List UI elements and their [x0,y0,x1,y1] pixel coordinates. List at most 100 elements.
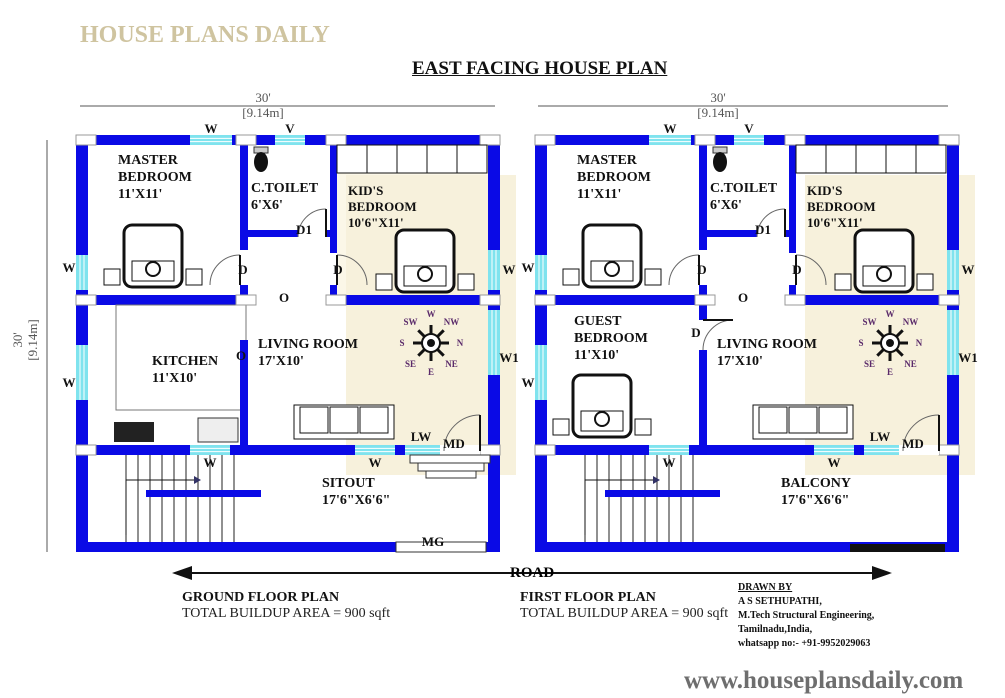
column [534,444,556,456]
column [235,294,257,306]
wardrobe-panel [366,144,398,174]
marker-w-left2: W [62,375,76,390]
wall [240,340,248,445]
sofa-cushion [818,406,848,434]
column [75,444,97,456]
bed-ornament [594,411,610,427]
wall [240,285,248,300]
credit-location: Tamilnadu,India, [738,624,813,635]
marker-d-kids: D [792,262,802,277]
depth-m: [9.14m] [25,319,40,361]
compass-label-se: SE [404,358,416,369]
wall [699,350,707,445]
marker-w-top: W [663,121,677,136]
sofa-cushion [758,406,788,434]
column [479,294,501,306]
main-door-gap [899,445,939,455]
window [488,310,500,375]
wall [535,542,959,552]
marker-d-guest: D [691,325,701,340]
window [275,135,305,145]
credit-block: DRAWN BY A S SETHUPATHI, M.Tech Structur… [738,581,874,651]
window [947,310,959,375]
side-table [185,268,203,286]
marker-d1: D1 [755,222,771,237]
marker-lw: LW [869,429,891,444]
kitchen-counter-outline [115,304,247,411]
marker-mg: MG [421,534,445,549]
marker-w-low1: W [203,455,217,470]
road-arrow-right-head [872,566,892,580]
compass-label-n: N [915,338,923,348]
website-link[interactable]: www.houseplansdaily.com [684,667,964,694]
compass-label-w: W [885,309,895,319]
wardrobe-panel [456,144,488,174]
toilet-bowl [254,152,268,172]
wardrobe-panel [885,144,917,174]
step [409,454,491,464]
main-door-gap [440,445,480,455]
width-m: [9.14m] [242,105,284,120]
wall [707,230,757,237]
room-label-guest-bedroom: GUEST BEDROOM 11'X10' [574,314,648,363]
pillows [590,260,634,282]
compass-label-s: S [858,338,864,348]
side-table [552,418,570,436]
compass-label-e: E [427,367,435,377]
column [479,444,501,456]
compass-label-s: S [399,338,405,348]
width-ft: 30' [710,90,726,105]
room-label-balcony: BALCONY 17'6"X6'6" [781,476,852,508]
window [814,445,854,455]
wall [535,135,547,552]
wardrobe-panel [426,144,458,174]
side-table [457,273,475,291]
main-gate [395,541,487,553]
sofa-cushion [299,406,329,434]
window [864,445,899,455]
side-table [916,273,934,291]
first-floor-plan [534,134,975,552]
window [190,135,232,145]
column [534,294,556,306]
bed-ornament [417,266,433,282]
marker-w-right: W [502,262,516,277]
column [235,134,257,146]
compass-label-e: E [886,367,894,377]
marker-w1: W1 [958,350,978,365]
bed-ornament [604,261,620,277]
door-swing [756,208,786,238]
window [535,255,547,290]
wardrobe-panel [396,144,428,174]
wardrobe-panel [336,144,368,174]
stair-divider [146,490,261,497]
marker-w1: W1 [499,350,519,365]
compass-rose [413,325,449,361]
window [734,135,764,145]
sofa-cushion [359,406,389,434]
wall [326,230,334,237]
room-label-master-bedroom: MASTER BEDROOM 11'X11' [577,153,651,202]
side-table [634,418,652,436]
stair-arrow-head [194,476,201,484]
window [190,445,230,455]
room-label-toilet: C.TOILET 6'X6' [251,181,319,213]
window [76,345,88,400]
ground-floor-area: TOTAL BUILDUP AREA = 900 sqft [182,606,391,621]
step [417,462,485,472]
wall [547,445,947,455]
marker-d-master: D [238,262,248,277]
compass-label-nw: NW [902,317,919,328]
column [325,294,347,306]
pillows [403,265,447,287]
credit-contact: whatsapp no:- +91-9952029063 [738,638,871,649]
column [325,134,347,146]
left-width-dimension: 30' [9.14m] [242,90,284,120]
wall [330,285,337,300]
road-arrow-left-head [172,566,192,580]
compass-center [427,339,435,347]
compass-label-ne: NE [445,358,458,369]
marker-d-kids: D [333,262,343,277]
door-swing [443,414,481,452]
marker-o-left: O [235,348,247,363]
